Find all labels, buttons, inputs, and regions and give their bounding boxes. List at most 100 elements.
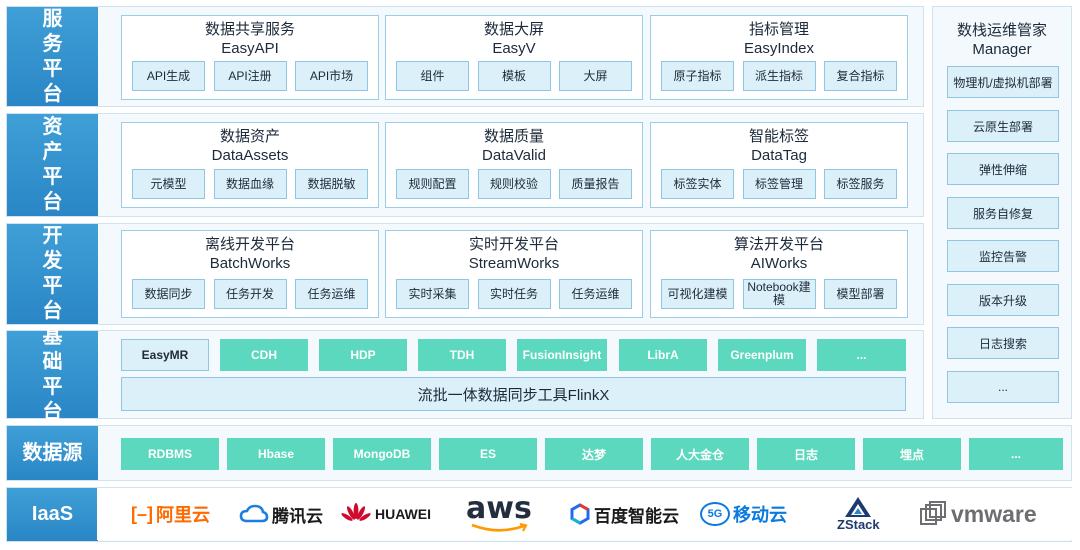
manager-subtitle: Manager [972,41,1032,58]
layer-label-datasource: 数据源 [7,426,98,480]
chip-realtime-task[interactable]: 实时任务 [477,279,551,309]
vmware-squares-icon [920,501,946,525]
mobile-5g-icon: 5G [700,502,730,526]
mobile-text: 移动云 [733,505,787,525]
huawei-text: HUAWEI [375,506,431,522]
module-subtitle: DataValid [482,147,546,164]
chip-task-ops[interactable]: 任务运维 [559,279,632,309]
ds-hbase[interactable]: Hbase [227,438,325,470]
chip-composite-metric[interactable]: 复合指标 [824,61,897,91]
mobile-cloud-logo: 5G 移动云 [700,496,787,532]
aliyun-logo: [–] 阿里云 [131,496,210,532]
ds-rdbms[interactable]: RDBMS [121,438,219,470]
datasource-layer: 数据源 RDBMS Hbase MongoDB ES 达梦 人大金仓 日志 埋点… [6,425,1072,481]
chip-quality-report[interactable]: 质量报告 [559,169,632,199]
layer-label-dev: 开发平台 [7,224,98,324]
module-subtitle: DataTag [751,147,807,164]
module-subtitle: EasyAPI [221,40,279,57]
chip-tag-entity[interactable]: 标签实体 [661,169,734,199]
module-aiworks: 算法开发平台 AIWorks 可视化建模 Notebook建模 模型部署 [650,230,908,318]
chip-realtime-collect[interactable]: 实时采集 [396,279,469,309]
manager-item-deploy[interactable]: 物理机/虚拟机部署 [947,66,1059,98]
module-datavalid: 数据质量 DataValid 规则配置 规则校验 质量报告 [385,122,643,208]
ds-dameng[interactable]: 达梦 [545,438,643,470]
chip-tdh[interactable]: TDH [418,339,506,371]
module-subtitle: EasyV [492,40,536,57]
chip-visual-modeling[interactable]: 可视化建模 [661,279,734,309]
manager-item-elastic[interactable]: 弹性伸缩 [947,153,1059,185]
chip-rule-config[interactable]: 规则配置 [396,169,469,199]
ds-log[interactable]: 日志 [757,438,855,470]
chip-libra[interactable]: LibrA [619,339,707,371]
ds-es[interactable]: ES [439,438,537,470]
ds-tracking[interactable]: 埋点 [863,438,961,470]
mobile-5g-badge: 5G [707,508,723,520]
aws-logo: aws [466,492,532,536]
layer-label-base: 基础平台 [7,326,98,423]
chip-screen[interactable]: 大屏 [559,61,632,91]
aws-text: aws [466,491,532,526]
chip-fusioninsight[interactable]: FusionInsight [517,339,607,371]
asset-layer: 资产平台 数据资产 DataAssets 元模型 数据血缘 数据脱敏 数据质量 … [6,113,924,217]
module-easyv: 数据大屏 EasyV 组件 模板 大屏 [385,15,643,100]
base-layer: 基础平台 EasyMR CDH HDP TDH FusionInsight Li… [6,326,924,423]
chip-meta-model[interactable]: 元模型 [132,169,205,199]
module-easyindex: 指标管理 EasyIndex 原子指标 派生指标 复合指标 [650,15,908,100]
chip-tag-manage[interactable]: 标签管理 [742,169,816,199]
ds-mongodb[interactable]: MongoDB [333,438,431,470]
manager-panel: 数栈运维管家 Manager 物理机/虚拟机部署 云原生部署 弹性伸缩 服务自修… [932,6,1072,419]
ds-kingbase[interactable]: 人大金仓 [651,438,749,470]
flinkx-bar[interactable]: 流批一体数据同步工具FlinkX [121,377,906,411]
chip-hdp[interactable]: HDP [319,339,407,371]
manager-title: 数栈运维管家 [956,22,1047,39]
chip-atomic-metric[interactable]: 原子指标 [661,61,734,91]
module-title: 数据资产 [219,128,280,145]
module-title: 指标管理 [748,21,809,38]
module-streamworks: 实时开发平台 StreamWorks 实时采集 实时任务 任务运维 [385,230,643,318]
chip-notebook-modeling[interactable]: Notebook建模 [742,279,816,309]
manager-item-monitor[interactable]: 监控告警 [947,240,1059,272]
manager-item-cloud-native[interactable]: 云原生部署 [947,110,1059,142]
chip-data-masking[interactable]: 数据脱敏 [295,169,368,199]
chip-derived-metric[interactable]: 派生指标 [742,61,816,91]
manager-item-self-heal[interactable]: 服务自修复 [947,197,1059,229]
aliyun-bracket-icon: [–] [131,503,153,524]
chip-api-generate[interactable]: API生成 [132,61,205,91]
ds-more[interactable]: ... [969,438,1063,470]
iaas-logo-strip: [–] 阿里云 腾讯云 HUAWEI aws [97,488,1072,540]
chip-model-deploy[interactable]: 模型部署 [824,279,897,309]
chip-task-ops[interactable]: 任务运维 [295,279,368,309]
module-title: 智能标签 [748,128,809,145]
manager-item-log-search[interactable]: 日志搜索 [947,327,1059,359]
module-dataassets: 数据资产 DataAssets 元模型 数据血缘 数据脱敏 [121,122,379,208]
module-subtitle: StreamWorks [468,255,560,272]
chip-api-register[interactable]: API注册 [213,61,287,91]
chip-data-sync[interactable]: 数据同步 [132,279,205,309]
tencent-cloud-icon [239,504,269,523]
manager-item-upgrade[interactable]: 版本升级 [947,284,1059,316]
chip-tag-service[interactable]: 标签服务 [824,169,897,199]
layer-label-asset: 资产平台 [7,114,98,216]
module-title: 数据大屏 [483,21,544,38]
module-title: 数据质量 [483,128,544,145]
chip-data-lineage[interactable]: 数据血缘 [213,169,287,199]
chip-easymr[interactable]: EasyMR [121,339,209,371]
layer-label-service: 服务平台 [7,7,98,106]
tencent-logo: 腾讯云 [239,496,323,532]
chip-cdh[interactable]: CDH [220,339,308,371]
zstack-triangle-icon [845,497,872,517]
module-subtitle: BatchWorks [209,255,291,272]
chip-rule-check[interactable]: 规则校验 [477,169,551,199]
module-easyapi: 数据共享服务 EasyAPI API生成 API注册 API市场 [121,15,379,100]
manager-item-more[interactable]: ... [947,371,1059,403]
layer-label-iaas: IaaS [7,488,98,541]
chip-task-dev[interactable]: 任务开发 [213,279,287,309]
chip-api-market[interactable]: API市场 [295,61,368,91]
module-subtitle: DataAssets [211,147,289,164]
service-layer: 服务平台 数据共享服务 EasyAPI API生成 API注册 API市场 数据… [6,6,924,107]
chip-component[interactable]: 组件 [396,61,469,91]
chip-greenplum[interactable]: Greenplum [718,339,806,371]
baidu-logo: 百度智能云 [569,496,679,532]
chip-more[interactable]: ... [817,339,906,371]
chip-template[interactable]: 模板 [477,61,551,91]
